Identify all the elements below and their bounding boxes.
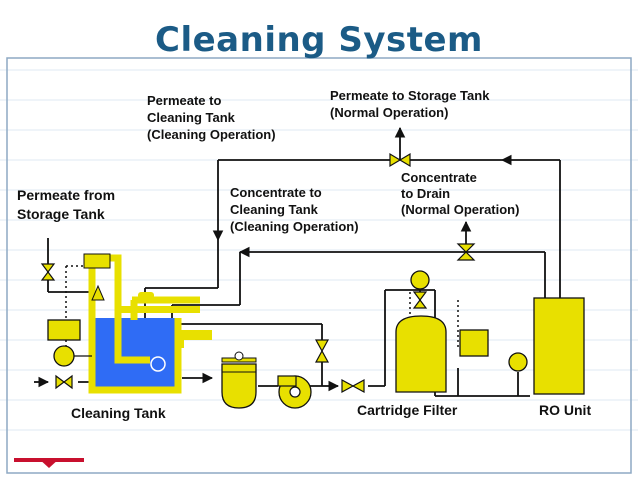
label-ro-unit: RO Unit xyxy=(539,402,592,418)
label-line: Permeate from xyxy=(17,187,116,203)
label-permeate-from-storage: Permeate from Storage Tank xyxy=(17,186,115,224)
label-line: Permeate to xyxy=(147,93,222,108)
label-cartridge-filter: Cartridge Filter xyxy=(357,402,458,418)
label-permeate-to-cleaning: Permeate to Cleaning Tank (Cleaning Oper… xyxy=(147,92,276,143)
label-cleaning-tank: Cleaning Tank xyxy=(71,405,166,421)
label-line: Storage Tank xyxy=(17,206,105,222)
cleaning-tank xyxy=(83,253,212,394)
valves xyxy=(40,152,476,394)
label-concentrate-to-cleaning: Concentrate to Cleaning Tank (Cleaning O… xyxy=(230,184,359,235)
label-permeate-to-storage: Permeate to Storage Tank (Normal Operati… xyxy=(330,87,489,121)
pressure-indicator xyxy=(459,329,528,372)
label-line: Cleaning Tank xyxy=(147,110,235,125)
label-line: to Drain xyxy=(401,186,451,201)
label-concentrate-to-drain: Concentrate to Drain (Normal Operation) xyxy=(401,170,519,218)
bag-filter xyxy=(221,351,257,409)
ro-unit-box xyxy=(533,297,585,395)
label-line: (Cleaning Operation) xyxy=(147,127,276,142)
label-line: (Normal Operation) xyxy=(401,202,520,217)
slide-border xyxy=(6,57,632,474)
label-line: (Normal Operation) xyxy=(330,105,449,120)
page-title: Cleaning System xyxy=(155,20,483,60)
label-line: Permeate to Storage Tank xyxy=(330,88,490,103)
level-transmitter xyxy=(47,319,92,367)
label-line: Concentrate xyxy=(401,170,477,185)
label-line: (Cleaning Operation) xyxy=(230,219,359,234)
pump xyxy=(277,375,312,409)
label-line: Concentrate to xyxy=(230,185,322,200)
logo-mark xyxy=(14,458,84,468)
flow-lines xyxy=(34,126,561,397)
label-line: Cleaning Tank xyxy=(230,202,318,217)
cartridge-filter-vessel xyxy=(395,270,447,393)
